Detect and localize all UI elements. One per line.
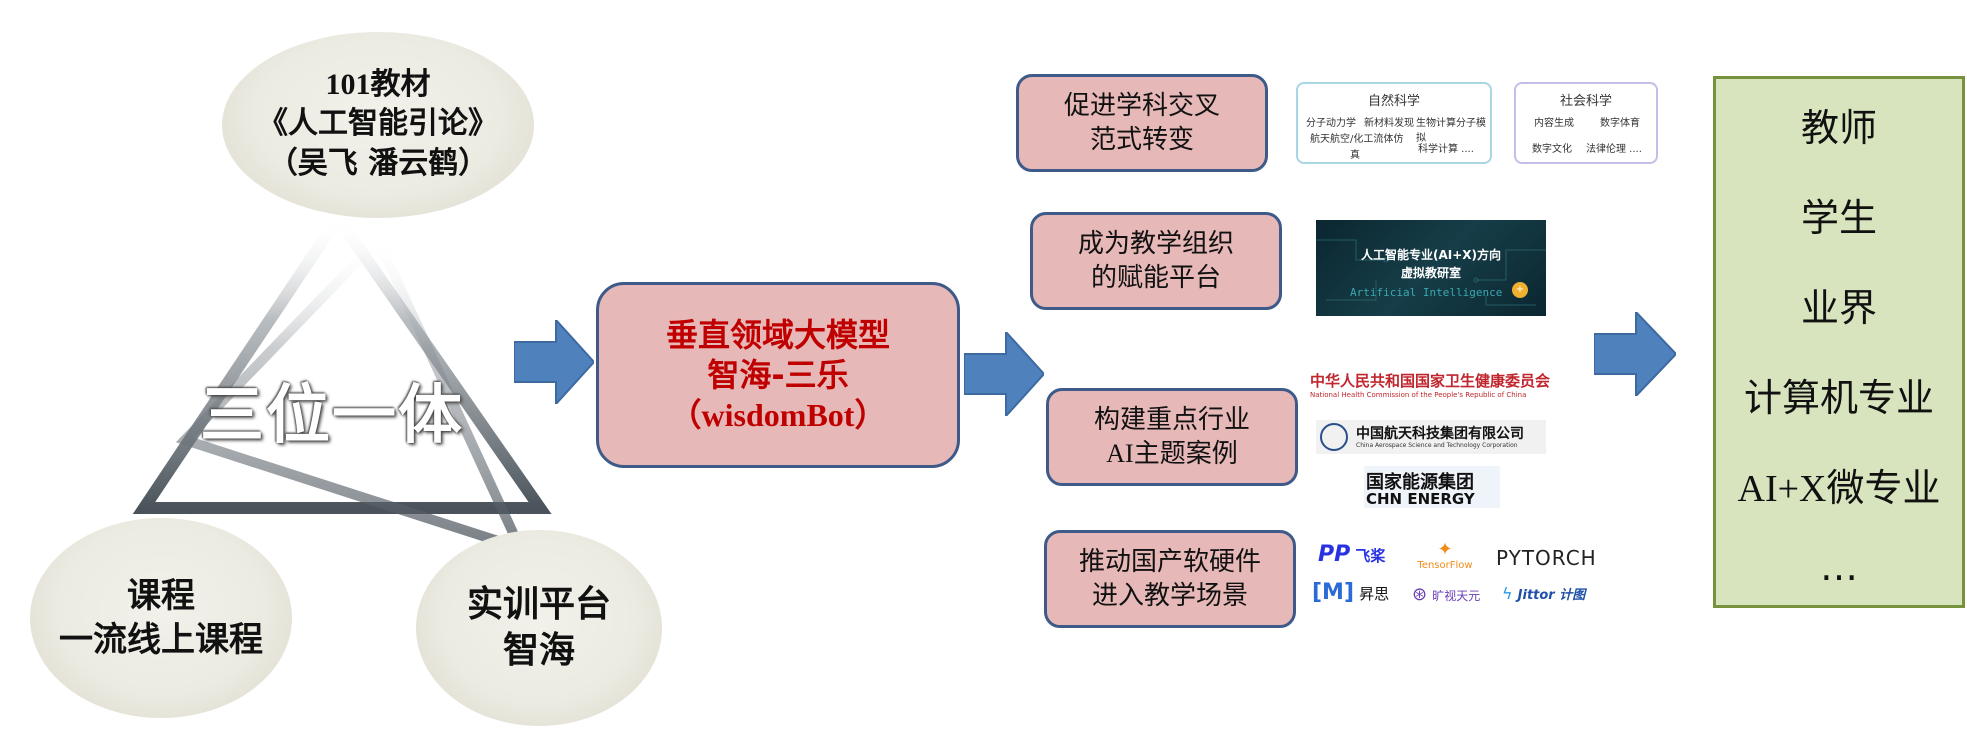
audience-item: 计算机专业: [1743, 376, 1934, 420]
platform-line2: 智海: [502, 630, 575, 671]
triangle-graphic: [132, 207, 552, 557]
casc-emblem-icon: [1320, 423, 1348, 451]
social-science-item: 数字体育: [1600, 118, 1640, 129]
circuit-pattern-icon: [1316, 239, 1546, 306]
social-science-title: 社会科学: [1559, 94, 1612, 109]
goal-1-line2: 范式转变: [1089, 125, 1194, 155]
megengine-logo: ⊛ 旷视天元: [1412, 584, 1480, 605]
casc-cn-text: 中国航天科技集团有限公司: [1356, 426, 1524, 442]
textbook-ellipse: 101教材 《人工智能引论》 （吴飞 潘云鹤）: [222, 32, 534, 218]
natural-science-item: 生物计算分子模拟: [1416, 118, 1486, 144]
social-science-item: 数字文化: [1532, 144, 1572, 155]
trinity-label: 三位一体: [200, 379, 464, 453]
goal-2-line2: 的赋能平台: [1090, 263, 1221, 293]
play-icon: +: [1512, 282, 1528, 298]
social-science-panel: 社会科学 内容生成 数字体育 数字文化 法律伦理 ....: [1514, 82, 1658, 164]
natural-science-item: 新材料发现: [1364, 118, 1414, 129]
megengine-glyph-icon: ⊛: [1412, 584, 1428, 605]
goal-4-line1: 推动国产软硬件: [1078, 547, 1261, 577]
tensorflow-logo: ✦ TensorFlow: [1410, 539, 1480, 572]
audience-item: 教师: [1800, 106, 1877, 150]
jittor-text: Jittor 计图: [1517, 588, 1586, 603]
megengine-text: 旷视天元: [1432, 589, 1481, 603]
goal-box-1: 促进学科交叉 范式转变: [1016, 74, 1268, 172]
chn-cn-text: 国家能源集团: [1366, 472, 1474, 493]
core-model-box: 垂直领域大模型 智海-三乐 （wisdomBot）: [596, 282, 960, 468]
core-line3: （wisdomBot）: [669, 397, 887, 433]
jittor-logo: ϟ Jittor 计图: [1502, 584, 1585, 603]
paddle-logo: PP 飞桨: [1318, 542, 1385, 567]
mindspore-logo: [M] 昇思: [1312, 580, 1389, 605]
audience-panel: 教师 学生 业界 计算机专业 AI+X微专业 …: [1713, 76, 1965, 608]
virtual-lab-sub: Artificial Intelligence: [1350, 286, 1503, 299]
textbook-line1: 101教材: [325, 68, 431, 101]
paddle-text: 飞桨: [1355, 547, 1386, 565]
natural-science-item: 真: [1350, 150, 1360, 161]
natural-science-title: 自然科学: [1367, 94, 1420, 109]
nhc-en-text: National Health Commission of the People…: [1310, 391, 1527, 399]
course-line1: 课程: [127, 576, 195, 616]
goal-4-line2: 进入教学场景: [1091, 581, 1248, 611]
natural-science-item: 航天航空/化工流体仿: [1310, 134, 1404, 145]
platform-line1: 实训平台: [466, 584, 611, 625]
goal-box-4: 推动国产软硬件 进入教学场景: [1044, 530, 1296, 628]
textbook-line3: （吴飞 潘云鹤）: [267, 146, 489, 181]
core-line1: 垂直领域大模型: [665, 316, 890, 354]
goal-3-line1: 构建重点行业: [1093, 405, 1250, 435]
virtual-lab-line1: 人工智能专业(AI+X)方向: [1360, 248, 1502, 262]
goal-1-line1: 促进学科交叉: [1063, 91, 1220, 121]
textbook-line2: 《人工智能引论》: [258, 106, 498, 141]
platform-ellipse: 实训平台 智海: [416, 530, 662, 726]
arrow-icon: [964, 332, 1044, 416]
course-line2: 一流线上课程: [59, 620, 263, 660]
paddle-glyph-icon: PP: [1318, 542, 1351, 567]
jittor-glyph-icon: ϟ: [1502, 584, 1513, 603]
mindspore-glyph-icon: [M]: [1312, 580, 1355, 605]
goal-box-2: 成为教学组织 的赋能平台: [1030, 212, 1282, 310]
chn-energy-logo: 国家能源集团 CHN ENERGY: [1364, 466, 1500, 508]
pytorch-logo: PYTORCH: [1496, 546, 1597, 570]
audience-item: …: [1820, 545, 1858, 589]
tensorflow-glyph-icon: ✦: [1437, 539, 1453, 560]
casc-en-text: China Aerospace Science and Technology C…: [1356, 442, 1518, 449]
goal-3-line2: AI主题案例: [1106, 439, 1238, 468]
natural-science-item: 科学计算 ....: [1418, 144, 1474, 155]
nhc-logo: 中华人民共和国国家卫生健康委员会 National Health Commiss…: [1310, 370, 1590, 399]
arrow-icon: [1594, 312, 1676, 396]
triangle-back: [175, 231, 530, 557]
audience-item: AI+X微专业: [1737, 468, 1941, 510]
tensorflow-text: TensorFlow: [1417, 560, 1473, 571]
audience-item: 学生: [1800, 196, 1877, 240]
natural-science-panel: 自然科学 分子动力学 新材料发现 生物计算分子模拟 航天航空/化工流体仿 真 科…: [1296, 82, 1492, 164]
mindspore-text: 昇思: [1359, 585, 1390, 603]
goal-box-3: 构建重点行业 AI主题案例: [1046, 388, 1298, 486]
social-science-item: 法律伦理 ....: [1586, 144, 1642, 155]
core-line2: 智海-三乐: [707, 356, 849, 394]
audience-item: 业界: [1800, 286, 1877, 330]
social-science-item: 内容生成: [1534, 118, 1574, 129]
virtual-lab-banner: 人工智能专业(AI+X)方向 虚拟教研室 Artificial Intellig…: [1316, 220, 1546, 316]
arrow-icon: [514, 320, 594, 404]
chn-en-text: CHN ENERGY: [1366, 490, 1475, 508]
course-ellipse: 课程 一流线上课程: [30, 518, 292, 718]
goal-2-line1: 成为教学组织: [1077, 229, 1234, 259]
virtual-lab-line2: 虚拟教研室: [1400, 266, 1461, 280]
nhc-cn-text: 中华人民共和国国家卫生健康委员会: [1310, 372, 1551, 390]
natural-science-item: 分子动力学: [1306, 118, 1356, 129]
casc-logo: 中国航天科技集团有限公司 China Aerospace Science and…: [1316, 420, 1546, 454]
